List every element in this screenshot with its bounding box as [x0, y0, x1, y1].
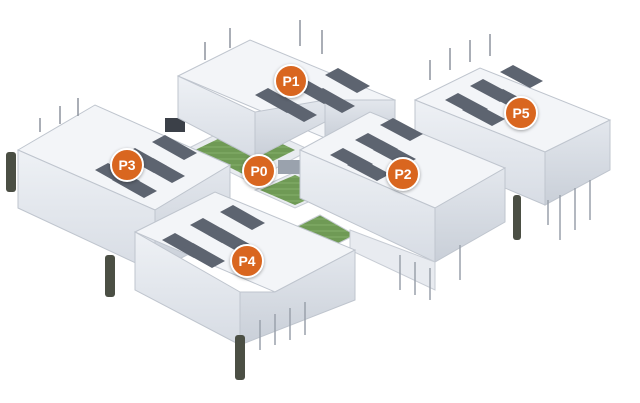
module-p4 — [133, 191, 357, 380]
marker-p2[interactable]: P2 — [386, 157, 420, 191]
marker-p3[interactable]: P3 — [110, 148, 144, 182]
marker-p5[interactable]: P5 — [504, 96, 538, 130]
marker-p0[interactable]: P0 — [242, 154, 276, 188]
marker-p4[interactable]: P4 — [230, 244, 264, 278]
marker-p1[interactable]: P1 — [274, 64, 308, 98]
